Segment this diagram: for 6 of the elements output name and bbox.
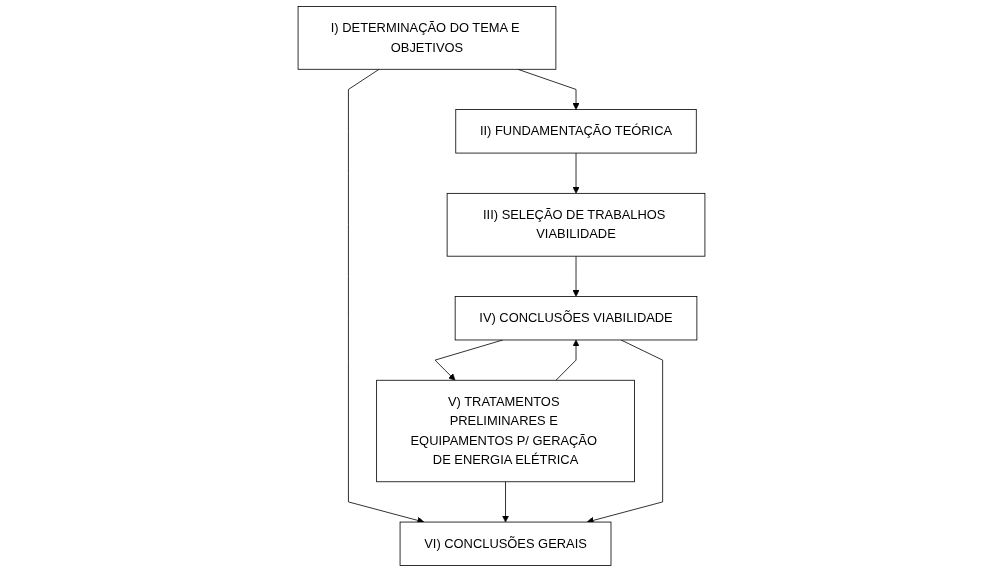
- node-box: VI) CONCLUSÕES GERAIS: [399, 521, 612, 566]
- node-box: III) SELEÇÃO DE TRABALHOS VIABILIDADE: [446, 192, 706, 257]
- node-box: V) TRATAMENTOS PRELIMINARES E EQUIPAMENTOS P/ GERAÇÃO DE ENERGIA ELÉTRICA: [376, 379, 635, 483]
- node-box: I) DETERMINAÇÃO DO TEMA E OBJETIVOS: [297, 6, 557, 70]
- node-box: IV) CONCLUSÕES VIABILIDADE: [454, 296, 698, 341]
- node-box: II) FUNDAMENTAÇÃO TEÓRICA: [455, 109, 697, 154]
